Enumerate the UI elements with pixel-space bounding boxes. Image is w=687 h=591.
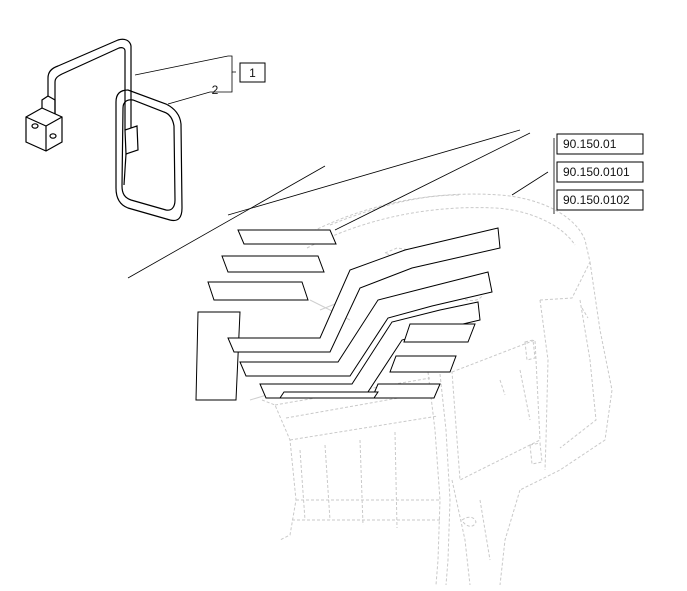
reference-code-3-label: 90.150.0102 (563, 193, 630, 207)
mirror-arm (47, 38, 132, 114)
reference-code-3: 90.150.0102 (556, 189, 644, 211)
reference-code-2-label: 90.150.0101 (563, 165, 630, 179)
reference-code-2: 90.150.0101 (556, 161, 644, 183)
callouts: 1 2 (134, 55, 266, 105)
cab-outline (249, 193, 613, 586)
reference-code-1-label: 90.150.01 (563, 137, 617, 151)
callout-1: 1 (239, 62, 266, 83)
reference-code-1: 90.150.01 (556, 133, 644, 155)
mirror-bracket (25, 95, 63, 152)
decal-set (127, 129, 531, 401)
callout-1-label: 1 (249, 66, 256, 80)
mirror-head (115, 89, 183, 222)
callout-2: 2 (212, 83, 219, 97)
reference-code-group: 90.150.01 90.150.0101 90.150.0102 (511, 133, 644, 214)
callout-2-label: 2 (212, 83, 219, 97)
mirror-assembly (25, 38, 183, 222)
